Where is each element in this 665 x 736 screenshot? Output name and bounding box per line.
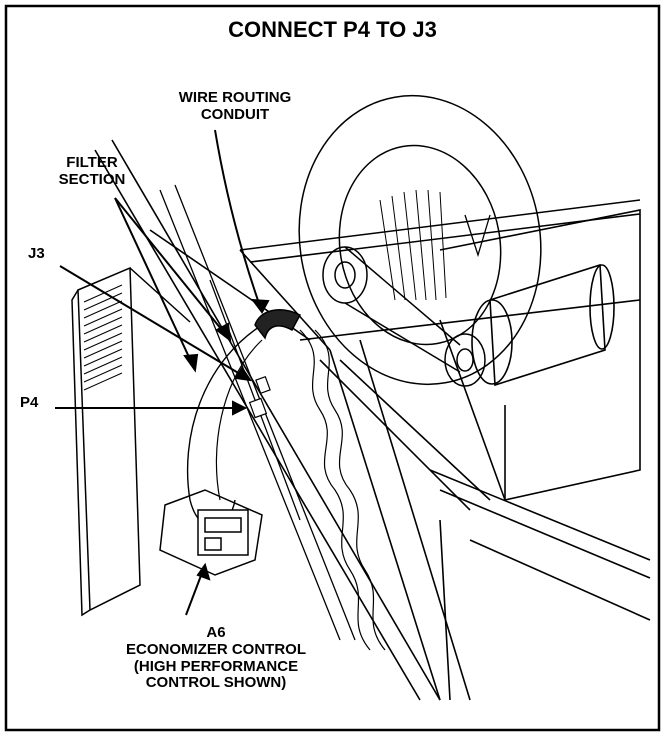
a6-label-line4: CONTROL SHOWN) — [145, 674, 287, 692]
a6-label-line1: A6 — [206, 624, 226, 641]
a6-label-line2: ECONOMIZER CONTROL — [126, 640, 306, 658]
filter-label-line2: SECTION — [58, 170, 126, 188]
wire-harness-2 — [215, 339, 263, 501]
a6-label-line3: (HIGH PERFORMANCE — [133, 657, 299, 675]
wire-routing-label-line2: CONDUIT — [200, 105, 270, 123]
filter-label-line1: FILTER — [66, 154, 118, 171]
diagram-title: CONNECT P4 TO J3 — [228, 17, 437, 42]
outer-border — [4, 4, 661, 732]
j3-label: J3 — [28, 245, 45, 262]
j3-connector — [255, 375, 271, 395]
blower-blades — [379, 189, 447, 301]
coil-chain — [299, 329, 386, 651]
p4-connector — [248, 397, 268, 419]
economizer-control — [159, 489, 263, 576]
wire-routing-label-line1: WIRE ROUTING — [178, 89, 292, 106]
airflow-arrow-icon — [464, 214, 491, 258]
wire-routing-conduit-label: WIRE ROUTING CONDUIT — [150, 89, 320, 124]
a6-economizer-label: A6 ECONOMIZER CONTROL (HIGH PERFORMANCE … — [96, 624, 336, 692]
leader-lines — [55, 129, 270, 616]
motor — [439, 209, 641, 501]
louvers — [83, 284, 123, 391]
blower-assembly — [298, 94, 542, 387]
filter-section-label: FILTER SECTION — [42, 154, 142, 189]
p4-label: P4 — [20, 394, 39, 411]
wire-routing-conduit — [254, 309, 302, 340]
